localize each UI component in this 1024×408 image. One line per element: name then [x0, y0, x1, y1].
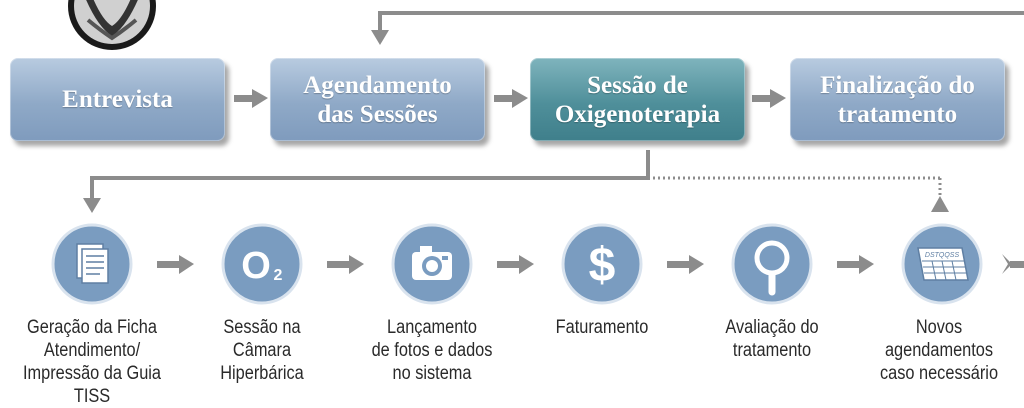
step-label-ficha: Geração da Ficha Atendimento/ Impressão …: [22, 317, 162, 407]
document-icon: [76, 243, 109, 284]
step-circle-6: DSTQQSS: [901, 223, 983, 305]
branch-arrowhead-down: [83, 198, 101, 213]
step-circle-5: [731, 223, 813, 305]
calendar-weekdays: DSTQQSS: [925, 252, 960, 259]
step-label-camara: Sessão na Câmara Hiperbárica: [220, 317, 304, 384]
step-circle-2: O 2: [221, 223, 303, 305]
feedback-arrowhead: [371, 30, 389, 45]
step-label-avaliacao: Avaliação do tratamento: [725, 317, 819, 361]
box-finalizacao: Finalização do tratamento: [790, 58, 1005, 141]
box-entrevista: Entrevista: [10, 58, 225, 141]
process-diagram: O 2 $: [10, 0, 1024, 407]
step-label-faturamento: Faturamento: [555, 317, 649, 338]
calendar-icon: DSTQQSS: [917, 247, 969, 281]
step-label-lancamento: Lançamento de fotos e dados no sistema: [371, 317, 493, 384]
step-circle-1: [51, 223, 133, 305]
warrior-helmet-logo: [68, 0, 156, 50]
dollar-icon: $: [589, 239, 616, 292]
o2-icon: O 2: [241, 245, 282, 287]
box-agendamento: Agendamento das Sessões: [270, 58, 485, 141]
top-arrows: [234, 89, 786, 108]
bottom-arrows: [157, 254, 1024, 274]
magnifier-icon: [754, 240, 790, 296]
step-circle-3: [391, 223, 473, 305]
camera-icon: [412, 246, 452, 280]
step-label-novos: Novos agendamentos caso necessário: [879, 317, 999, 384]
o2-subscript: 2: [274, 267, 283, 284]
connectors-layer: O 2 $: [51, 0, 1024, 305]
dotted-arrowhead-up: [931, 196, 949, 212]
branch-connector: [90, 150, 942, 200]
o2-letter: O: [241, 245, 271, 287]
step-circles: O 2 $: [51, 223, 983, 305]
feedback-connector: [378, 11, 1024, 32]
box-oxigenoterapia: Sessão de Oxigenoterapia: [530, 58, 745, 141]
step-circle-4: $: [561, 223, 643, 305]
